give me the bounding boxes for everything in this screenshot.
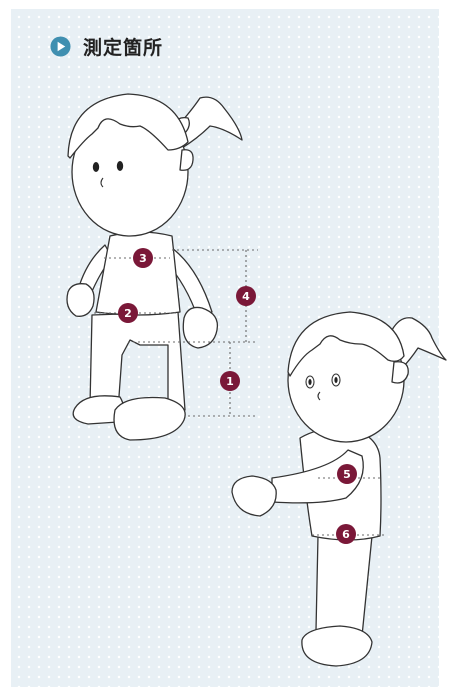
marker-5: 5 <box>337 464 357 484</box>
marker-3: 3 <box>133 248 153 268</box>
marker-4-label: 4 <box>242 290 250 303</box>
marker-6: 6 <box>336 524 356 544</box>
marker-4: 4 <box>236 286 256 306</box>
marker-2-label: 2 <box>124 307 132 320</box>
side-view-figure <box>232 312 446 666</box>
marker-6-label: 6 <box>342 528 350 541</box>
marker-1: 1 <box>220 371 240 391</box>
marker-5-label: 5 <box>343 468 351 481</box>
front-view-figure <box>67 94 242 440</box>
marker-3-label: 3 <box>139 252 147 265</box>
marker-1-label: 1 <box>226 375 234 388</box>
marker-2: 2 <box>118 303 138 323</box>
